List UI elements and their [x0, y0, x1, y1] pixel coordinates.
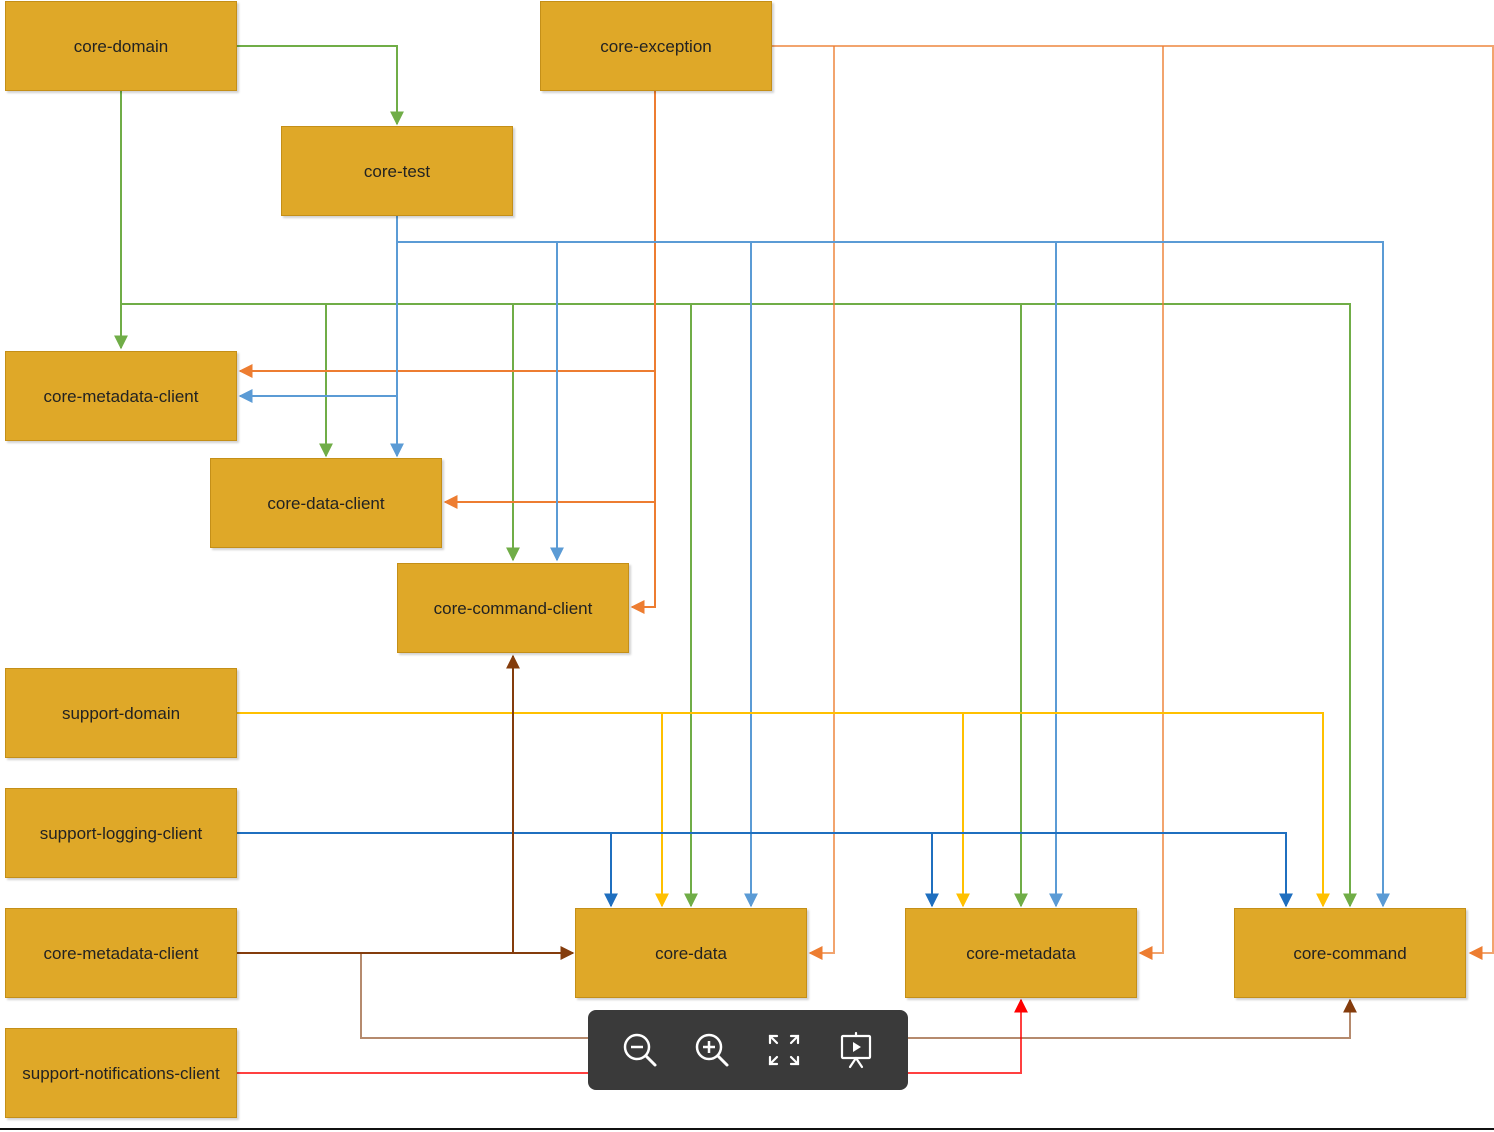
- node-core-exception[interactable]: core-exception: [540, 1, 772, 91]
- edges-core-test: [238, 216, 1390, 908]
- node-core-metadata-client-top[interactable]: core-metadata-client: [5, 351, 237, 441]
- node-core-domain[interactable]: core-domain: [5, 1, 237, 91]
- edges-core-domain: [114, 45, 1357, 908]
- zoom-out-icon: [623, 1033, 657, 1067]
- edges-support-logging-client: [237, 832, 1293, 908]
- zoom-in-button[interactable]: [688, 1026, 736, 1074]
- node-support-notifications-client[interactable]: support-notifications-client: [5, 1028, 237, 1118]
- zoom-in-icon: [695, 1033, 729, 1067]
- node-support-logging-client[interactable]: support-logging-client: [5, 788, 237, 878]
- node-core-command-client[interactable]: core-command-client: [397, 563, 629, 653]
- node-core-data[interactable]: core-data: [575, 908, 807, 998]
- node-core-metadata-client-bottom[interactable]: core-metadata-client: [5, 908, 237, 998]
- edges-support-domain: [237, 712, 1330, 908]
- presentation-button[interactable]: [832, 1026, 880, 1074]
- node-core-data-client[interactable]: core-data-client: [210, 458, 442, 548]
- viewer-toolbar: [588, 1010, 908, 1090]
- presentation-icon: [840, 1031, 872, 1069]
- bottom-border: [0, 1128, 1494, 1130]
- fit-screen-button[interactable]: [760, 1026, 808, 1074]
- node-core-command[interactable]: core-command: [1234, 908, 1466, 998]
- edges-support-notifications-client: [237, 998, 1028, 1074]
- node-core-test[interactable]: core-test: [281, 126, 513, 216]
- edges-core-exception: [238, 45, 1494, 960]
- node-support-domain[interactable]: support-domain: [5, 668, 237, 758]
- node-core-metadata[interactable]: core-metadata: [905, 908, 1137, 998]
- fit-screen-icon: [768, 1034, 800, 1066]
- zoom-out-button[interactable]: [616, 1026, 664, 1074]
